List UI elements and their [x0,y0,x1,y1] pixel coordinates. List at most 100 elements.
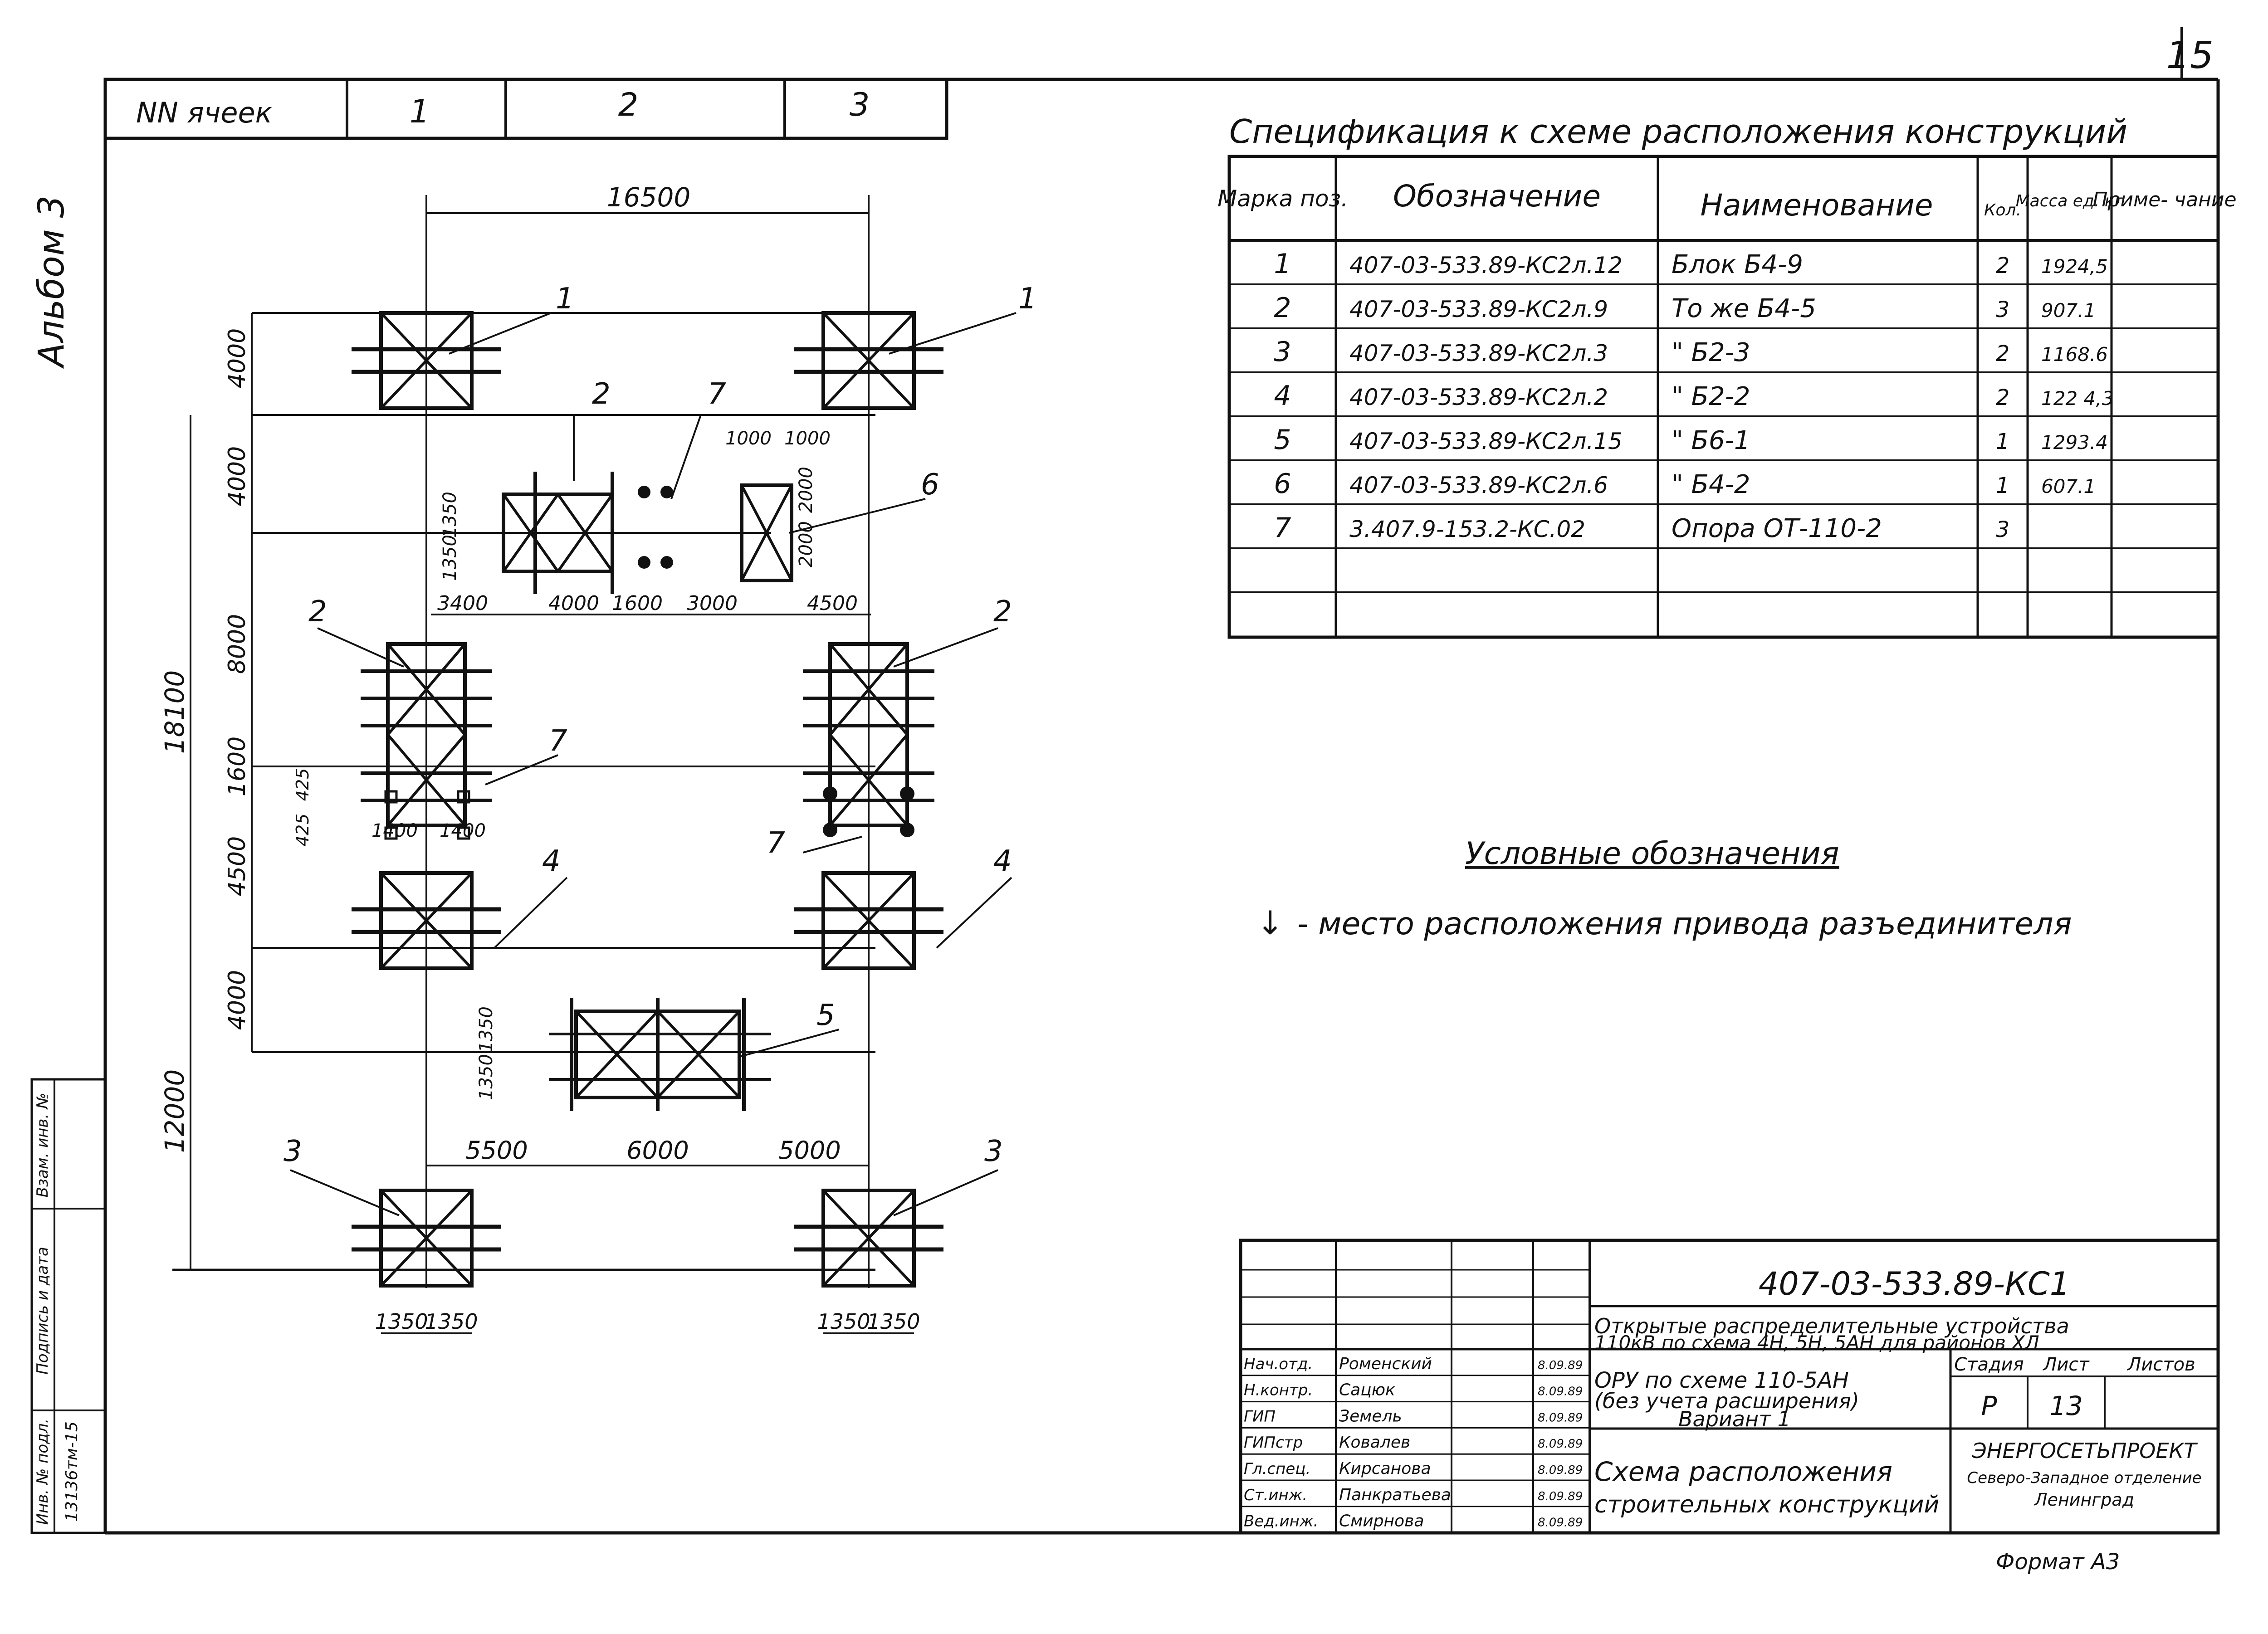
side-stamp-replace: Взам. инв. № [34,1093,52,1198]
legend-text: - место расположения привода разъедините… [1297,906,2072,942]
dim-row-1: 4000 [224,328,251,388]
dim-row5-a: 5500 [465,1136,528,1165]
cells-header-label: NN ячеек [136,96,273,129]
spec-cell: 607.1 [2041,475,2096,498]
tb-sheetname-line2: строительных конструкций [1594,1491,1939,1518]
dim-1350-a: 1350 [440,492,460,538]
tb-stage: Р [1981,1390,1997,1421]
spec-cell: Опора ОТ-110-2 [1672,514,1882,543]
signature-cell: Ст.инж. [1244,1486,1307,1504]
dim-row2-c: 1600 [612,592,663,615]
mark-3-right: 3 [984,1135,1003,1168]
side-stamp-number: 13136тм-15 [63,1421,81,1522]
spec-cell: 3 [1274,336,1291,368]
dim-row2-e: 4500 [807,592,858,615]
spec-cell: 6 [1274,468,1291,500]
signature-cell: Н.контр. [1244,1381,1313,1400]
tb-sheets-label: Листов [2126,1354,2195,1375]
side-stamp-sign: Подпись и дата [34,1247,52,1375]
spec-cell: 1 [1996,429,2010,454]
dim-top: 16500 [607,182,691,213]
opora-row-4 [384,786,914,840]
dim-row-4: 1600 [224,737,251,796]
spec-cell: 1924,5 [2041,255,2108,278]
tb-project-line2: 110кВ по схема 4Н, 5Н, 5АН для районов Х… [1594,1332,2039,1354]
spec-cell: 5 [1274,424,1291,456]
spec-cell: 7 [1274,512,1291,544]
mark-2-left: 2 [308,595,327,629]
tb-sheet: 13 [2049,1390,2083,1421]
dim-bottom-left: 12000 [159,1069,190,1153]
mark-2-right: 2 [993,595,1012,629]
dim-bottom-1350-d: 1350 [867,1309,920,1334]
dim-row5-c: 5000 [778,1136,841,1165]
dim-425-b: 425 [293,768,313,801]
spec-cell: 3.407.9-153.2-КС.02 [1349,516,1585,542]
side-stamp: Инв. № подл. Подпись и дата Взам. инв. №… [30,1078,107,1534]
sheet-number: 15 [2166,34,2214,77]
spec-cell: 407-03-533.89-КС2л.3 [1349,340,1608,366]
tb-org-line3: Ленинград [2033,1490,2134,1510]
signature-cell: 8.09.89 [1538,1463,1583,1477]
signature-cell: ГИП [1244,1407,1276,1425]
mark-1-right: 1 [1018,282,1037,316]
dim-2000-a: 2000 [796,467,816,513]
signature-cell: Гл.спец. [1244,1460,1310,1478]
cells-header: NN ячеек 1 2 3 [103,78,948,140]
mark-7-top: 7 [708,377,726,411]
dim-1400-b: 1400 [440,820,486,841]
mark-6: 6 [921,468,939,502]
mark-3-left: 3 [284,1135,302,1168]
dim-total-left: 18100 [159,670,190,754]
spec-header-qty: Кол. [1984,201,2021,219]
spec-cell: То же Б4-5 [1672,294,1816,323]
spec-cell: 1293.4 [2041,431,2108,454]
spec-title: Спецификация к схеме расположения констр… [1229,112,2127,151]
dim-bottom-1350-b: 1350 [425,1309,478,1334]
signature-cell: Смирнова [1339,1512,1424,1531]
signature-cell: Панкратьева [1339,1486,1451,1504]
tb-project-line1: Открытые распределительные устройства [1594,1314,2069,1338]
spec-cell: 407-03-533.89-КС2л.9 [1349,296,1608,322]
spec-header-designation: Обозначение [1393,179,1601,214]
tb-org-line1: ЭНЕРГОСЕТЬПРОЕКТ [1972,1439,2198,1463]
spec-cell: 407-03-533.89-КС2л.2 [1349,384,1608,410]
dim-2000-b: 2000 [796,521,816,567]
dim-1000-a: 1000 [725,428,772,449]
spec-cell: " Б4-2 [1672,470,1750,499]
dim-425-a: 425 [293,814,313,847]
tb-object-line2: (без учета расширения) [1594,1389,1859,1413]
mark-4-right: 4 [993,844,1012,878]
signature-cell: 8.09.89 [1538,1359,1583,1372]
spec-cell: 2 [1274,292,1291,324]
spec-cell: 407-03-533.89-КС2л.15 [1349,428,1623,454]
dim-1350-c: 1350 [476,1006,497,1053]
mark-7-left: 7 [549,724,567,758]
signature-cell: 8.09.89 [1538,1437,1583,1451]
mark-2-top: 2 [592,377,611,411]
tb-sheet-label: Лист [2042,1354,2090,1375]
cell-1-label: 1 [410,93,430,130]
signature-cell: Сацюк [1339,1381,1395,1400]
mark-1-left: 1 [556,282,574,316]
tb-sheetname-line1: Схема расположения [1594,1456,1892,1487]
spec-header-note: Приме- чание [2092,188,2236,211]
legend-title: Условные обозначения [1465,836,1839,872]
signature-cell: 8.09.89 [1538,1411,1583,1424]
spec-cell: " Б6-1 [1672,426,1750,455]
signature-cell: Ковалев [1339,1433,1410,1452]
signature-cell: 8.09.89 [1538,1516,1583,1530]
tb-stage-label: Стадия [1954,1354,2024,1375]
signature-cell: 8.09.89 [1538,1490,1583,1503]
tb-object-line3: Вариант 1 [1678,1407,1791,1431]
row-2-assembly [502,472,793,594]
tb-code: 407-03-533.89-КС1 [1759,1265,2070,1302]
block-5 [549,998,771,1111]
spec-cell: 122 4,3 [2041,387,2114,410]
dim-1400-a: 1400 [371,820,418,841]
signature-cell: 8.09.89 [1538,1385,1583,1399]
legend-arrow-icon: ↓ [1256,904,1284,942]
dim-row2-d: 3000 [687,592,738,615]
spec-cell: 2 [1996,341,2010,366]
